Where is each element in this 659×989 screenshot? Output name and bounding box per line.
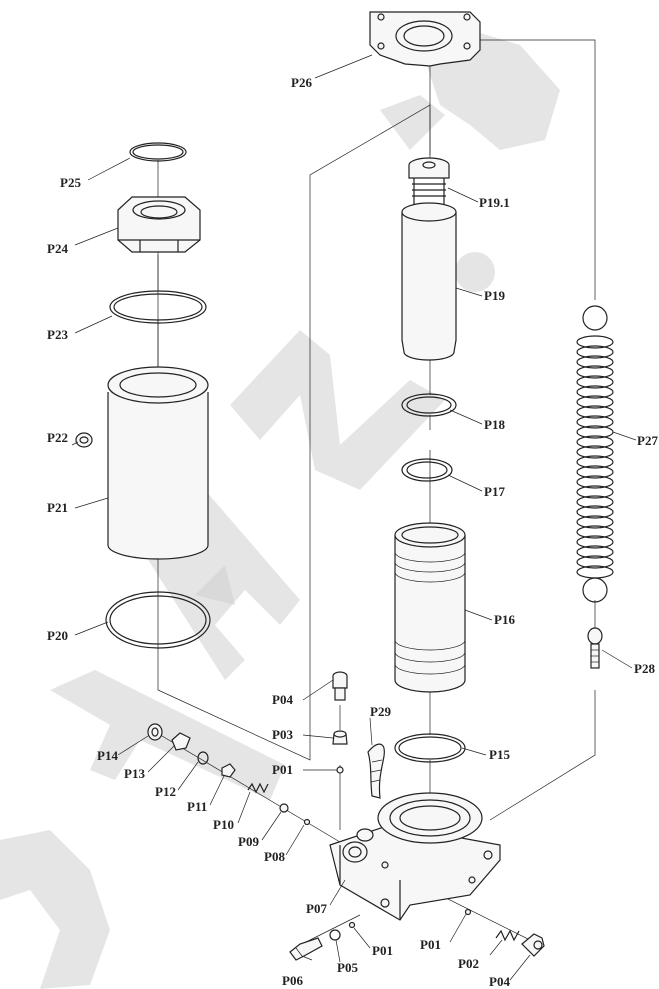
part-ball-p01-mid xyxy=(336,766,344,774)
label-p21: P21 xyxy=(47,500,68,515)
label-p20: P20 xyxy=(47,628,68,643)
part-inner-cylinder-p16 xyxy=(394,522,466,693)
leader-lines xyxy=(71,54,637,981)
label-p01-right: P01 xyxy=(420,937,441,952)
part-cylinder-sleeve-p21 xyxy=(107,366,209,560)
part-ring-p23 xyxy=(109,290,207,324)
label-p13: P13 xyxy=(124,766,145,781)
part-ball-p08 xyxy=(303,818,311,826)
part-seal-p05 xyxy=(329,929,341,941)
label-p02: P02 xyxy=(458,956,479,971)
part-top-ring-p25 xyxy=(129,142,187,162)
label-p01-low: P01 xyxy=(372,943,393,958)
label-p10: P10 xyxy=(213,817,234,832)
label-p19: P19 xyxy=(484,288,505,303)
label-p27: P27 xyxy=(637,433,658,448)
label-p11: P11 xyxy=(187,799,207,814)
part-screw-p04-bottom xyxy=(521,933,545,957)
part-ram-p19 xyxy=(401,202,457,361)
part-ball-p01-low xyxy=(348,921,356,929)
label-p23: P23 xyxy=(47,327,68,342)
part-spring-p27 xyxy=(576,305,614,603)
part-spring-p02 xyxy=(495,929,520,942)
label-p17: P17 xyxy=(484,484,505,499)
label-p04-bottom: P04 xyxy=(489,974,510,989)
part-large-ring-p20 xyxy=(105,591,211,649)
part-hook-p28 xyxy=(587,627,603,669)
label-p03: P03 xyxy=(272,727,293,742)
label-p24: P24 xyxy=(47,241,68,256)
label-p25: P25 xyxy=(60,175,81,190)
label-p19-1: P19.1 xyxy=(479,195,510,210)
part-nut-p11 xyxy=(221,763,236,778)
part-labels: P26 P25 P24 P23 P22 P21 P20 P19.1 P19 P1… xyxy=(47,75,658,989)
label-p07: P07 xyxy=(306,901,327,916)
part-ring-p17 xyxy=(401,458,453,482)
part-screw-p04-top xyxy=(332,671,348,701)
label-p12: P12 xyxy=(155,784,176,799)
label-p04-top: P04 xyxy=(272,692,293,707)
part-top-flange xyxy=(369,11,481,67)
label-p05: P05 xyxy=(337,960,358,975)
part-ring-p12 xyxy=(197,751,209,765)
part-ball-p01-right xyxy=(464,908,472,916)
label-p09: P09 xyxy=(238,834,259,849)
label-p15: P15 xyxy=(489,747,510,762)
part-screw-p13 xyxy=(171,732,191,751)
label-p01-mid: P01 xyxy=(272,762,293,777)
part-cap-p14 xyxy=(147,723,163,741)
label-p06: P06 xyxy=(282,973,303,988)
part-filter-p29 xyxy=(367,743,385,799)
part-seat-p09 xyxy=(279,803,289,813)
part-spring-p10 xyxy=(247,782,269,794)
part-ring-p15 xyxy=(394,733,466,763)
part-screw-p19-1 xyxy=(408,157,450,210)
label-p16: P16 xyxy=(494,612,515,627)
label-p14: P14 xyxy=(97,748,118,763)
part-plug-p22 xyxy=(75,432,93,448)
part-hex-nut-p24 xyxy=(117,196,201,253)
label-p22: P22 xyxy=(47,430,68,445)
label-p26: P26 xyxy=(291,75,312,90)
part-release-screw-p06 xyxy=(289,937,323,961)
assembly-guide-lines xyxy=(151,39,596,946)
label-p18: P18 xyxy=(484,417,505,432)
label-p28: P28 xyxy=(634,661,655,676)
part-ring-p18 xyxy=(401,393,457,417)
label-p08: P08 xyxy=(264,849,285,864)
label-p29: P29 xyxy=(370,704,391,719)
part-base-p07 xyxy=(329,792,501,921)
part-nut-p03 xyxy=(332,730,348,745)
